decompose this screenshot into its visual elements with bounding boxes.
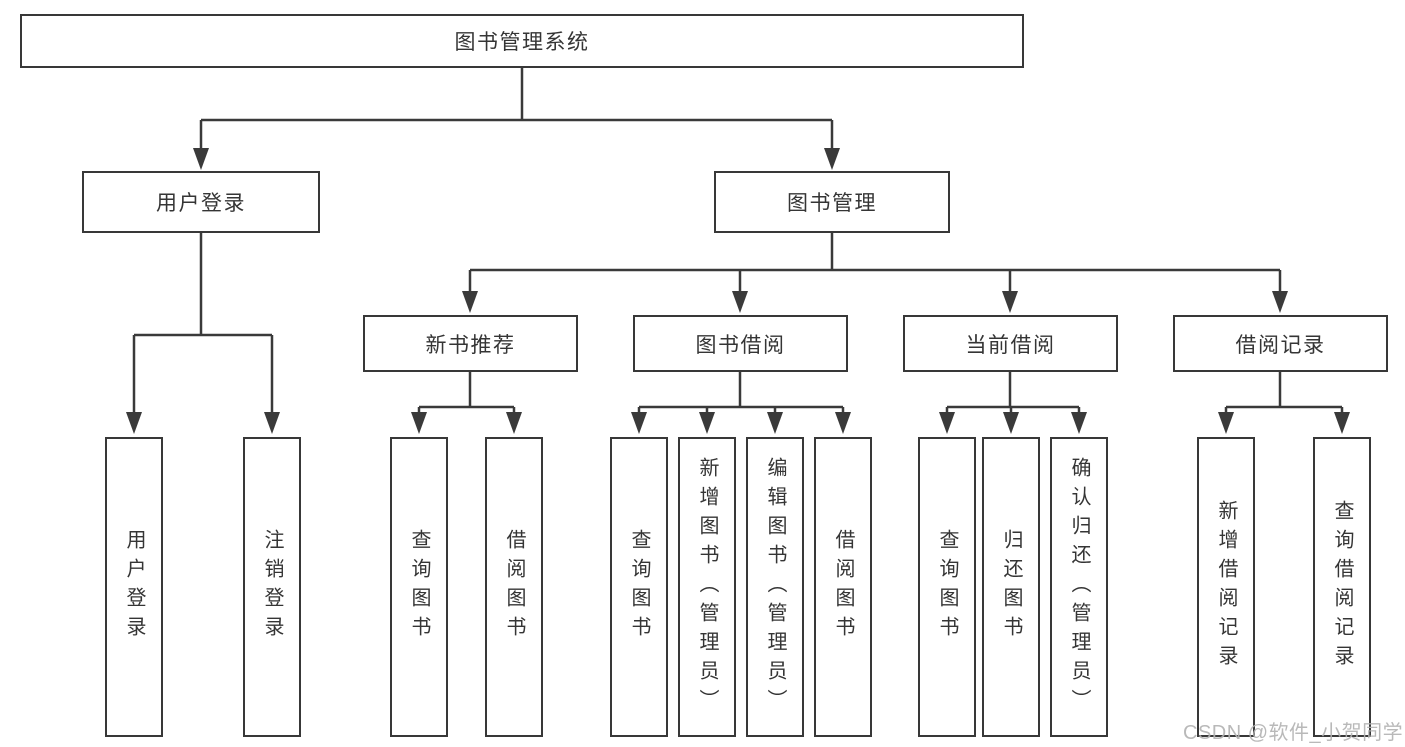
leaf-edit-books-admin-label: 编辑图书（管理员）: [764, 456, 786, 718]
node-borrow-records: 借阅记录: [1173, 315, 1388, 372]
node-new-book-recommend: 新书推荐: [363, 315, 578, 372]
arrowhead: [506, 412, 522, 434]
leaf-query-books-borrow-label: 查询图书: [628, 529, 650, 645]
leaf-query-books-current: 查询图书: [918, 437, 976, 737]
connector-current-borrow: [945, 372, 1081, 414]
node-user-login-label: 用户登录: [156, 192, 246, 215]
arrowhead: [462, 291, 478, 313]
arrowhead: [1334, 412, 1350, 434]
arrowhead: [411, 412, 427, 434]
connector-borrow-records: [1224, 372, 1344, 414]
arrowhead: [1218, 412, 1234, 434]
node-book-borrow-label: 图书借阅: [695, 333, 786, 357]
arrowhead: [631, 412, 647, 434]
arrowhead: [1002, 291, 1018, 313]
node-borrow-records-label: 借阅记录: [1235, 333, 1326, 357]
leaf-query-books-current-label: 查询图书: [936, 529, 958, 645]
arrowhead: [835, 412, 851, 434]
leaf-return-books: 归还图书: [982, 437, 1040, 737]
arrowhead: [1071, 412, 1087, 434]
node-current-borrow: 当前借阅: [903, 315, 1118, 372]
leaf-borrow-books-recommend-label: 借阅图书: [503, 529, 525, 645]
leaf-query-borrow-record: 查询借阅记录: [1313, 437, 1371, 737]
leaf-query-books-recommend-label: 查询图书: [408, 529, 430, 645]
node-root: 图书管理系统: [20, 14, 1024, 68]
connector-user-login: [132, 233, 274, 414]
arrowhead: [1272, 291, 1288, 313]
leaf-add-books-admin: 新增图书（管理员）: [678, 437, 736, 737]
leaf-query-books-recommend: 查询图书: [390, 437, 448, 737]
arrowhead: [264, 412, 280, 434]
arrowhead: [732, 291, 748, 313]
node-user-login: 用户登录: [82, 171, 320, 233]
leaf-logout-label: 注销登录: [261, 529, 283, 645]
leaf-user-login-label: 用户登录: [123, 529, 145, 645]
leaf-confirm-return-admin: 确认归还（管理员）: [1050, 437, 1108, 737]
arrowhead: [767, 412, 783, 434]
node-root-label: 图书管理系统: [454, 31, 590, 54]
node-book-management: 图书管理: [714, 171, 950, 233]
leaf-user-login: 用户登录: [105, 437, 163, 737]
leaf-add-borrow-record: 新增借阅记录: [1197, 437, 1255, 737]
arrowhead: [193, 148, 209, 170]
node-new-book-recommend-label: 新书推荐: [425, 333, 516, 357]
connector-book-management: [468, 233, 1282, 292]
leaf-logout: 注销登录: [243, 437, 301, 737]
arrowhead: [939, 412, 955, 434]
csdn-watermark: CSDN @软件_小贺同学: [1183, 722, 1404, 744]
leaf-borrow-books-label: 借阅图书: [832, 529, 854, 645]
connector-book-borrow: [637, 372, 845, 414]
node-current-borrow-label: 当前借阅: [965, 333, 1056, 357]
leaf-query-books-borrow: 查询图书: [610, 437, 668, 737]
arrowhead: [824, 148, 840, 170]
leaf-add-books-admin-label: 新增图书（管理员）: [696, 456, 718, 718]
leaf-query-borrow-record-label: 查询借阅记录: [1331, 500, 1353, 674]
leaf-confirm-return-admin-label: 确认归还（管理员）: [1068, 456, 1090, 718]
leaf-edit-books-admin: 编辑图书（管理员）: [746, 437, 804, 737]
leaf-return-books-label: 归还图书: [1000, 529, 1022, 645]
connector-new-book-recommend: [417, 372, 516, 414]
node-book-management-label: 图书管理: [787, 192, 877, 215]
node-book-borrow: 图书借阅: [633, 315, 848, 372]
arrowhead: [699, 412, 715, 434]
arrowhead: [126, 412, 142, 434]
connector-root: [199, 68, 834, 150]
leaf-add-borrow-record-label: 新增借阅记录: [1215, 500, 1237, 674]
leaf-borrow-books-recommend: 借阅图书: [485, 437, 543, 737]
arrowhead: [1003, 412, 1019, 434]
leaf-borrow-books: 借阅图书: [814, 437, 872, 737]
